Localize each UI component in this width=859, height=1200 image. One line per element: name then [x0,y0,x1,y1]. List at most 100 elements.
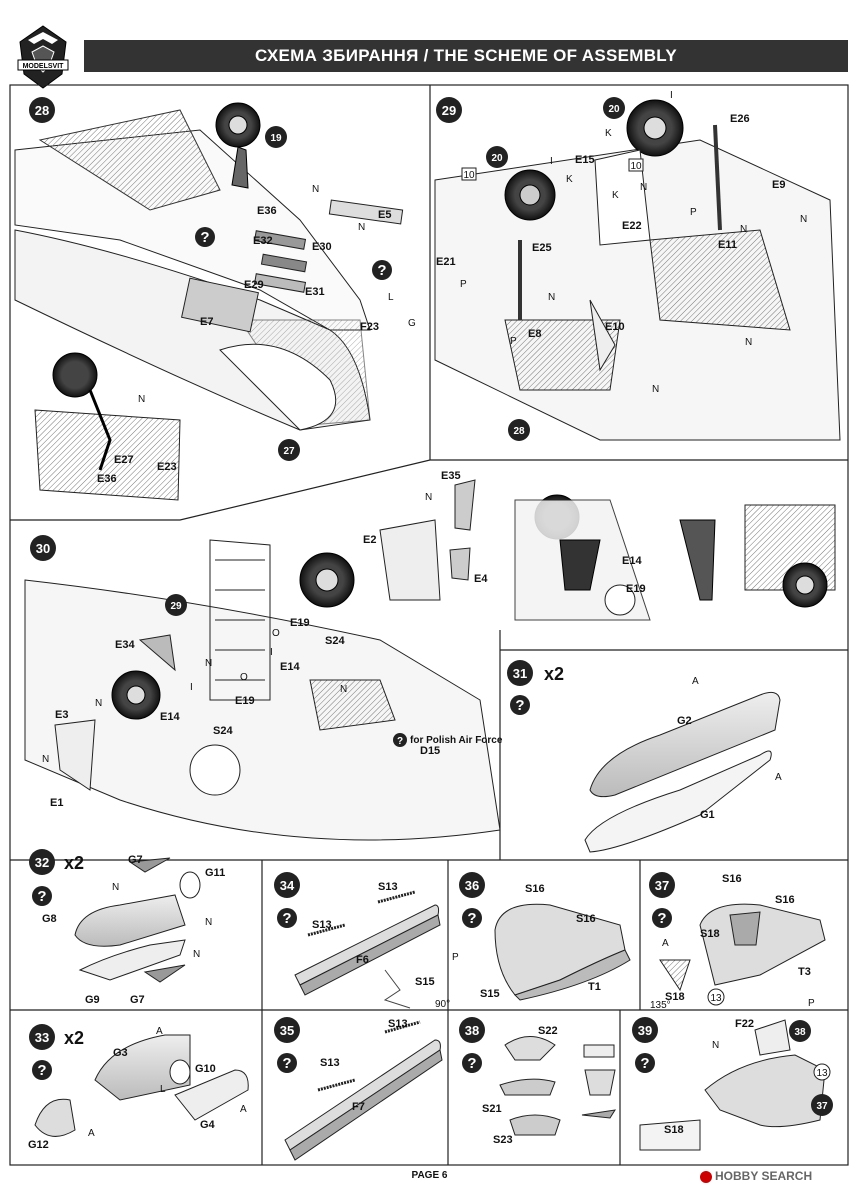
step-37: 37 ? S16 S16 S18 S18 T3 135° 13 A [649,872,826,1011]
part-label: G11 [205,867,225,879]
ref-box-label: 10 [630,161,642,172]
part-label: E15 [575,154,595,166]
ref-29-marker [165,594,187,616]
step-35-number: 35 [280,1023,294,1038]
part-label: S15 [415,976,435,988]
step-34: 34 ? S13 S13 F6 [274,872,441,1009]
part-label: S16 [576,913,596,925]
glue-label: N [712,1040,719,1051]
part-label: S13 [320,1057,340,1069]
question-icon [393,733,407,747]
glue-label: I [190,682,193,693]
hobby-search-icon [700,1170,712,1183]
step-32-multiplier: x2 [64,853,84,873]
glue-label: L [388,292,394,303]
ref-20-marker [603,97,625,119]
question-mark: ? [200,229,209,246]
glue-label: A [662,938,669,949]
page-number: PAGE 6 [411,1170,448,1181]
ref-37: 37 [816,1101,828,1112]
step-35: 35 ? S13 S13 F7 [274,1017,443,1161]
part-label: E8 [528,328,541,340]
glue-label: K [566,174,573,185]
step-32: 32 x2 ? G7 G11 G8 G9 G7 N N N [29,849,225,1006]
question-mark: ? [515,697,524,714]
detail-inset: E14 E19 [514,494,836,621]
step-39: 39 ? 38 37 13 F22 S18 P N [632,998,833,1151]
part-label: E3 [55,709,68,721]
part-label: E29 [244,279,264,291]
step-31: 31 x2 ? G2 G1 A A [507,660,782,853]
glue-label: I [670,90,673,101]
part-label: S16 [722,873,742,885]
part-label: E34 [115,639,135,651]
glue-label: N [340,684,347,695]
step-33-number: 33 [35,1030,49,1045]
ref-20: 20 [608,104,620,115]
question-mark: ? [282,1055,291,1072]
ref-38-marker [789,1020,811,1042]
part-label: S16 [525,883,545,895]
glue-label: N [112,882,119,893]
part-label: S23 [493,1134,513,1146]
part-label: S21 [482,1103,502,1115]
step-32-marker [29,849,55,875]
ref-28: 28 [513,426,525,437]
step-30-number: 30 [36,541,50,556]
watermark-text: HOBBY SEARCH [715,1169,813,1183]
part-label: E36 [257,205,277,217]
part-label: S16 [775,894,795,906]
part-label: F6 [356,954,369,966]
part-label: G8 [42,913,57,925]
question-mark: ? [377,262,386,279]
glue-label: O [272,628,280,639]
glue-label: P [690,207,697,218]
step-29-marker [436,97,462,123]
glue-label: P [452,952,459,963]
ref-box-label: 13 [816,1068,828,1079]
part-label: E9 [772,179,785,191]
ref-19: 19 [270,133,282,144]
ref-box [461,167,477,181]
part-label: S13 [312,919,332,931]
brand-text: MODELSVIT [23,63,65,70]
part-label: F22 [735,1018,754,1030]
ref-20-marker [486,146,508,168]
glue-label: N [358,222,365,233]
glue-label: A [156,1026,163,1037]
part-label: S24 [325,635,345,647]
part-label: E14 [160,711,180,723]
panel-borders [9,84,849,1166]
part-label: E31 [305,286,325,298]
part-label: D15 [420,745,440,757]
glue-label: N [548,292,555,303]
step-37-marker [649,872,675,898]
ref-28-marker [508,419,530,441]
part-label: F7 [352,1101,365,1113]
part-label: E5 [378,209,391,221]
part-label: S13 [388,1018,408,1030]
glue-label: N [745,337,752,348]
step-28-number: 28 [35,103,49,118]
glue-label: K [612,190,619,201]
step-34-marker [274,872,300,898]
question-mark: ? [640,1055,649,1072]
step-39-marker [632,1017,658,1043]
glue-label: A [240,1104,247,1115]
part-label: E4 [474,573,488,585]
part-label: G10 [195,1063,216,1075]
part-label: E14 [622,555,642,567]
part-label: E19 [626,583,646,595]
part-label: E2 [363,534,376,546]
glue-label: N [640,182,647,193]
step-33: 33 x2 ? G3 G10 G4 G12 A L A A [28,1024,249,1151]
step-38: 38 ? S22 S21 S23 [459,1017,617,1146]
part-label: E23 [157,461,177,473]
glue-label: P [808,998,815,1009]
glue-label: N [42,754,49,765]
step-31-marker [507,660,533,686]
glue-label: G [408,318,416,329]
glue-label: N [205,658,212,669]
part-label: T3 [798,966,811,978]
